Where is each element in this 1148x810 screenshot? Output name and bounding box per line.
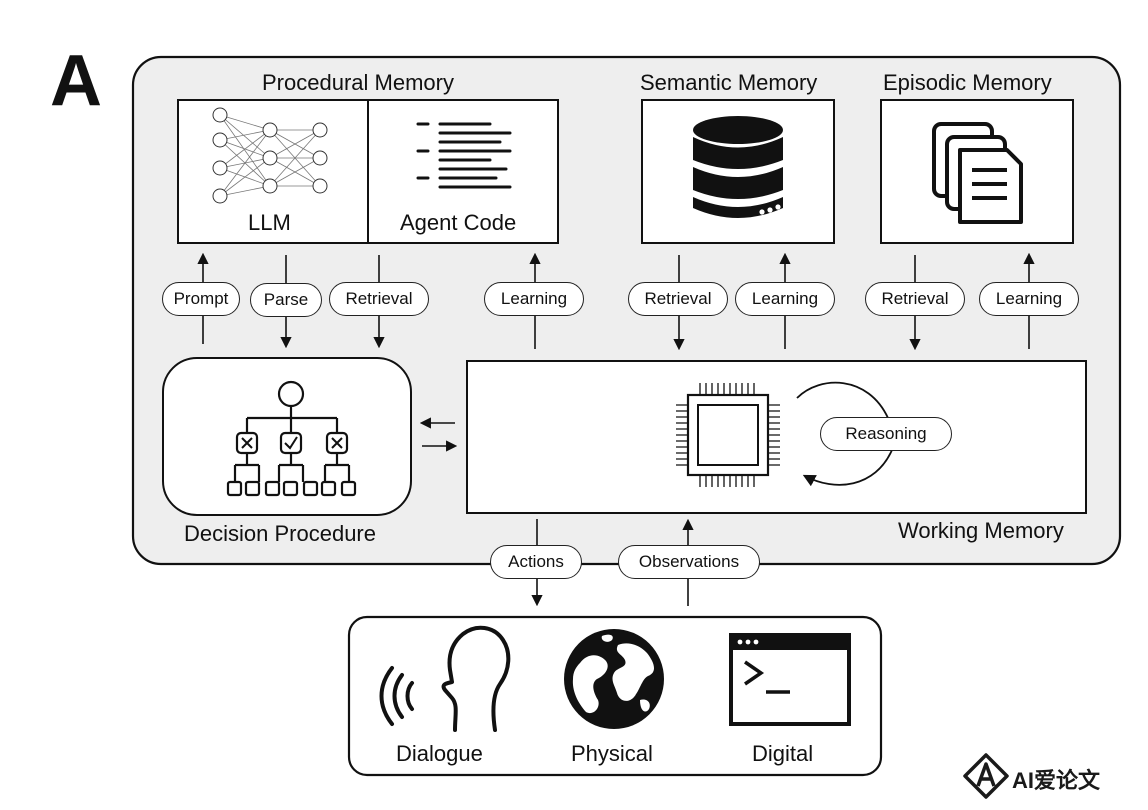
procedural-retrieval-pill: Retrieval: [329, 282, 429, 316]
documents-icon: [932, 122, 1023, 224]
dialogue-label: Dialogue: [396, 741, 483, 766]
watermark-text: AI爱论文: [1012, 768, 1101, 793]
speaking-head-icon: [379, 625, 511, 732]
semantic-learning-pill: Learning: [735, 282, 835, 316]
episodic-learning-pill: Learning: [979, 282, 1079, 316]
reasoning-pill: Reasoning: [820, 417, 952, 451]
code-lines-icon: [416, 122, 512, 189]
working-memory-label: Working Memory: [898, 518, 1064, 543]
reasoning-loop-upper-arc: [796, 381, 889, 419]
terminal-window-icon: [729, 633, 851, 726]
decision-tree-icon: [226, 380, 357, 497]
procedural-memory-title: Procedural Memory: [262, 70, 454, 95]
processor-chip-icon: [676, 383, 780, 487]
decision-procedure-label: Decision Procedure: [184, 521, 376, 546]
panel-letter: A: [50, 41, 102, 121]
observations-pill: Observations: [618, 545, 760, 579]
database-icon: [693, 116, 783, 218]
procedural-learning-pill: Learning: [484, 282, 584, 316]
watermark-logo-icon: [963, 753, 1009, 799]
digital-label: Digital: [752, 741, 814, 766]
prompt-pill: Prompt: [162, 282, 240, 316]
semantic-retrieval-pill: Retrieval: [628, 282, 728, 316]
neural-network-icon: [212, 107, 328, 204]
reasoning-loop-lower-arc: [802, 449, 893, 487]
episodic-memory-title: Episodic Memory: [883, 70, 1052, 95]
episodic-retrieval-pill: Retrieval: [865, 282, 965, 316]
llm-label: LLM: [248, 210, 291, 235]
semantic-memory-title: Semantic Memory: [640, 70, 818, 95]
actions-pill: Actions: [490, 545, 582, 579]
parse-pill: Parse: [250, 283, 322, 317]
physical-label: Physical: [571, 741, 653, 766]
agent-code-label: Agent Code: [400, 210, 517, 235]
globe-icon: [564, 629, 664, 729]
working-memory-box: [466, 360, 1087, 514]
